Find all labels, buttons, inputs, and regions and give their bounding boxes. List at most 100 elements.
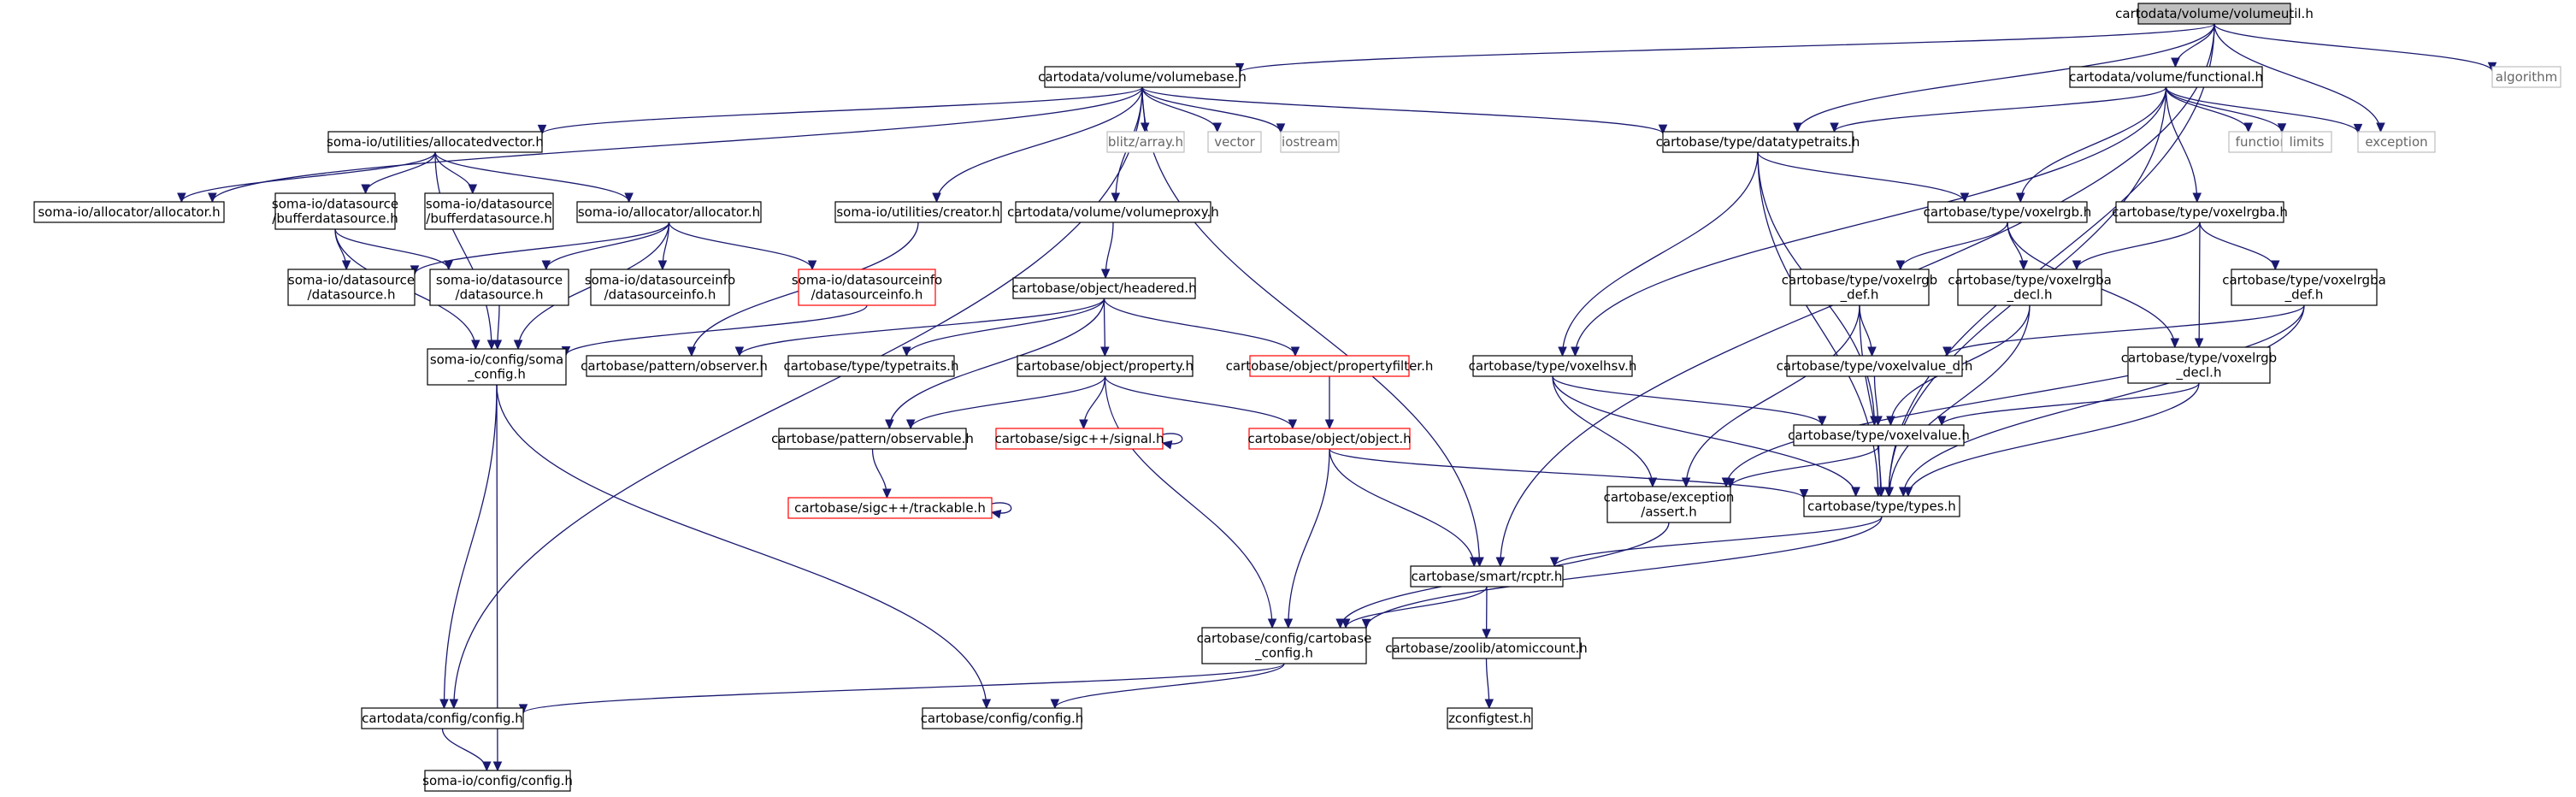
graph-node-blitz[interactable]: blitz/array.h bbox=[1106, 131, 1185, 153]
node-label: cartobase/type/voxelrgb.h bbox=[1924, 204, 2092, 220]
edge-line bbox=[1329, 448, 1805, 499]
edge-arrowhead bbox=[1549, 557, 1559, 568]
graph-node-vb[interactable]: cartodata/volume/volumebase.h bbox=[1038, 66, 1247, 88]
graph-edge-vu-to-algorithm bbox=[2213, 23, 2497, 73]
graph-node-av[interactable]: soma-io/utilities/allocatedvector.h bbox=[327, 131, 544, 153]
graph-node-vrgbdef[interactable]: cartobase/type/voxelrgb_def.h bbox=[1782, 269, 1937, 306]
graph-node-limits[interactable]: limits bbox=[2281, 131, 2332, 153]
edge-arrowhead bbox=[1830, 122, 1839, 133]
graph-node-rcptr[interactable]: cartobase/smart/rcptr.h bbox=[1410, 565, 1564, 587]
graph-node-atomic[interactable]: cartobase/zoolib/atomiccount.h bbox=[1385, 637, 1588, 659]
node-label: cartobase/type/voxelvalue_d.h bbox=[1777, 358, 1973, 375]
graph-node-vrgbadecl[interactable]: cartobase/type/voxelrgba_decl.h bbox=[1948, 269, 2112, 306]
graph-edge-headered-to-property bbox=[1100, 298, 1110, 357]
edge-arrowhead bbox=[537, 124, 547, 135]
edge-arrowhead bbox=[1361, 618, 1371, 629]
graph-node-signal[interactable]: cartobase/sigc++/signal.h bbox=[994, 428, 1164, 450]
graph-node-vproxy[interactable]: cartodata/volume/volumeproxy.h bbox=[1007, 201, 1219, 223]
graph-node-aa2[interactable]: soma-io/allocator/allocator.h bbox=[576, 201, 762, 223]
graph-node-somacfg[interactable]: soma-io/config/soma_config.h bbox=[427, 348, 567, 386]
node-box bbox=[1249, 355, 1410, 377]
graph-node-observable[interactable]: cartobase/pattern/observable.h bbox=[771, 428, 974, 450]
node-box bbox=[287, 269, 416, 306]
graph-node-bds[interactable]: soma-io/datasource/bufferdatasource.h bbox=[272, 192, 398, 230]
graph-node-vhsv[interactable]: cartobase/type/voxelhsv.h bbox=[1469, 355, 1637, 377]
graph-node-aa1[interactable]: soma-io/allocator/allocator.h bbox=[33, 201, 225, 223]
graph-node-observer[interactable]: cartobase/pattern/observer.h bbox=[581, 355, 768, 377]
graph-node-typetraits[interactable]: cartobase/type/typetraits.h bbox=[784, 355, 959, 377]
graph-node-vrgbdecl[interactable]: cartobase/type/voxelrgb_decl.h bbox=[2121, 346, 2277, 384]
node-box bbox=[1280, 131, 1340, 153]
edge-line bbox=[443, 384, 498, 709]
graph-node-cbconf[interactable]: cartobase/config/config.h bbox=[921, 707, 1084, 729]
graph-node-vvd[interactable]: cartobase/type/voxelvalue_d.h bbox=[1777, 355, 1973, 377]
graph-node-somaconf[interactable]: soma-io/config/config.h bbox=[422, 770, 573, 792]
graph-node-vector[interactable]: vector bbox=[1207, 131, 1262, 153]
graph-node-assert[interactable]: cartobase/exception/assert.h bbox=[1604, 486, 1735, 523]
edge-arrowhead bbox=[486, 339, 497, 351]
graph-node-fn[interactable]: cartodata/volume/functional.h bbox=[2069, 66, 2263, 88]
graph-node-vrgbadef[interactable]: cartobase/type/voxelrgba_def.h bbox=[2222, 269, 2386, 306]
node-label: vector bbox=[1214, 134, 1255, 150]
graph-node-vv[interactable]: cartobase/type/voxelvalue.h bbox=[1788, 424, 1970, 446]
graph-node-dsi2[interactable]: soma-io/datasourceinfo/datasourceinfo.h bbox=[792, 269, 942, 306]
node-label: cartobase/object/property.h bbox=[1017, 358, 1194, 374]
graph-node-creator[interactable]: soma-io/utilities/creator.h bbox=[834, 201, 1002, 223]
edge-arrowhead bbox=[1799, 489, 1809, 499]
node-label: cartobase/type/voxelrgba bbox=[1948, 273, 2112, 288]
edge-arrowhead bbox=[1482, 629, 1491, 640]
node-label: cartobase/pattern/observable.h bbox=[771, 431, 974, 446]
graph-node-property[interactable]: cartobase/object/property.h bbox=[1017, 355, 1194, 377]
graph-node-cbcfg[interactable]: cartobase/config/cartobase_config.h bbox=[1197, 627, 1372, 664]
graph-node-zcfg[interactable]: zconfigtest.h bbox=[1447, 707, 1533, 729]
node-box bbox=[1662, 131, 1854, 153]
graph-edge-av-to-bds bbox=[361, 151, 436, 195]
graph-node-types[interactable]: cartobase/type/types.h bbox=[1803, 495, 1960, 517]
node-label: cartobase/config/config.h bbox=[921, 711, 1084, 726]
graph-node-object[interactable]: cartobase/object/object.h bbox=[1247, 428, 1412, 450]
graph-edge-av-to-aa1 bbox=[177, 151, 436, 204]
graph-node-trackable[interactable]: cartobase/sigc++/trackable.h bbox=[787, 497, 993, 519]
node-label: cartobase/type/datatypetraits.h bbox=[1656, 134, 1860, 150]
node-box bbox=[1803, 495, 1960, 517]
edge-arrowhead bbox=[482, 761, 492, 772]
graph-node-iostream[interactable]: iostream bbox=[1280, 131, 1340, 153]
node-label: cartobase/object/object.h bbox=[1247, 431, 1411, 446]
node-box bbox=[1606, 486, 1731, 523]
graph-node-pfilter[interactable]: cartobase/object/propertyfilter.h bbox=[1226, 355, 1434, 377]
node-label: _decl.h bbox=[2176, 365, 2222, 381]
graph-node-dsi1[interactable]: soma-io/datasourceinfo/datasourceinfo.h bbox=[585, 269, 735, 306]
edge-line bbox=[1574, 86, 2167, 357]
graph-node-exception[interactable]: exception bbox=[2357, 131, 2436, 153]
edge-arrowhead bbox=[807, 260, 817, 271]
node-box bbox=[1793, 424, 1965, 446]
graph-node-vrgba[interactable]: cartobase/type/voxelrgba.h bbox=[2112, 201, 2288, 223]
graph-node-ds1[interactable]: soma-io/datasource/datasource.h bbox=[287, 269, 416, 306]
node-label: limits bbox=[2290, 134, 2325, 150]
edge-arrowhead bbox=[1817, 416, 1827, 427]
graph-node-vrgb[interactable]: cartobase/type/voxelrgb.h bbox=[1924, 201, 2092, 223]
edge-arrowhead bbox=[990, 510, 1002, 519]
edge-arrowhead bbox=[1283, 618, 1294, 629]
graph-node-algorithm[interactable]: algorithm bbox=[2491, 66, 2561, 88]
edge-arrowhead bbox=[1495, 557, 1506, 568]
graph-node-headered[interactable]: cartobase/object/headered.h bbox=[1011, 277, 1197, 299]
nodes-layer: cartodata/volume/volumeutil.h cartodata/v… bbox=[33, 3, 2561, 792]
graph-edge-vrgba-to-vrgbadef bbox=[2199, 221, 2280, 271]
graph-edge-vrgba-to-vrgbdecl bbox=[2194, 221, 2204, 349]
edge-arrowhead bbox=[1884, 487, 1895, 498]
graph-node-ds2[interactable]: soma-io/datasource/datasource.h bbox=[429, 269, 569, 306]
edge-arrowhead bbox=[2170, 338, 2180, 349]
graph-node-vu[interactable]: cartodata/volume/volumeutil.h bbox=[2115, 3, 2314, 25]
node-box bbox=[1786, 355, 1963, 377]
graph-edge-fn-to-functional bbox=[2165, 86, 2254, 133]
graph-edge-fn-to-dtt bbox=[1830, 86, 2167, 133]
graph-node-cdcfg[interactable]: cartodata/config/config.h bbox=[361, 707, 524, 729]
edge-line bbox=[496, 384, 498, 771]
node-box bbox=[429, 269, 569, 306]
node-label: cartobase/pattern/observer.h bbox=[581, 358, 768, 374]
edge-line bbox=[1329, 448, 1475, 567]
graph-edge-vvd-to-vv bbox=[1873, 375, 1883, 427]
graph-node-bds2[interactable]: soma-io/datasource/bufferdatasource.h bbox=[424, 192, 554, 230]
graph-node-dtt[interactable]: cartobase/type/datatypetraits.h bbox=[1656, 131, 1860, 153]
